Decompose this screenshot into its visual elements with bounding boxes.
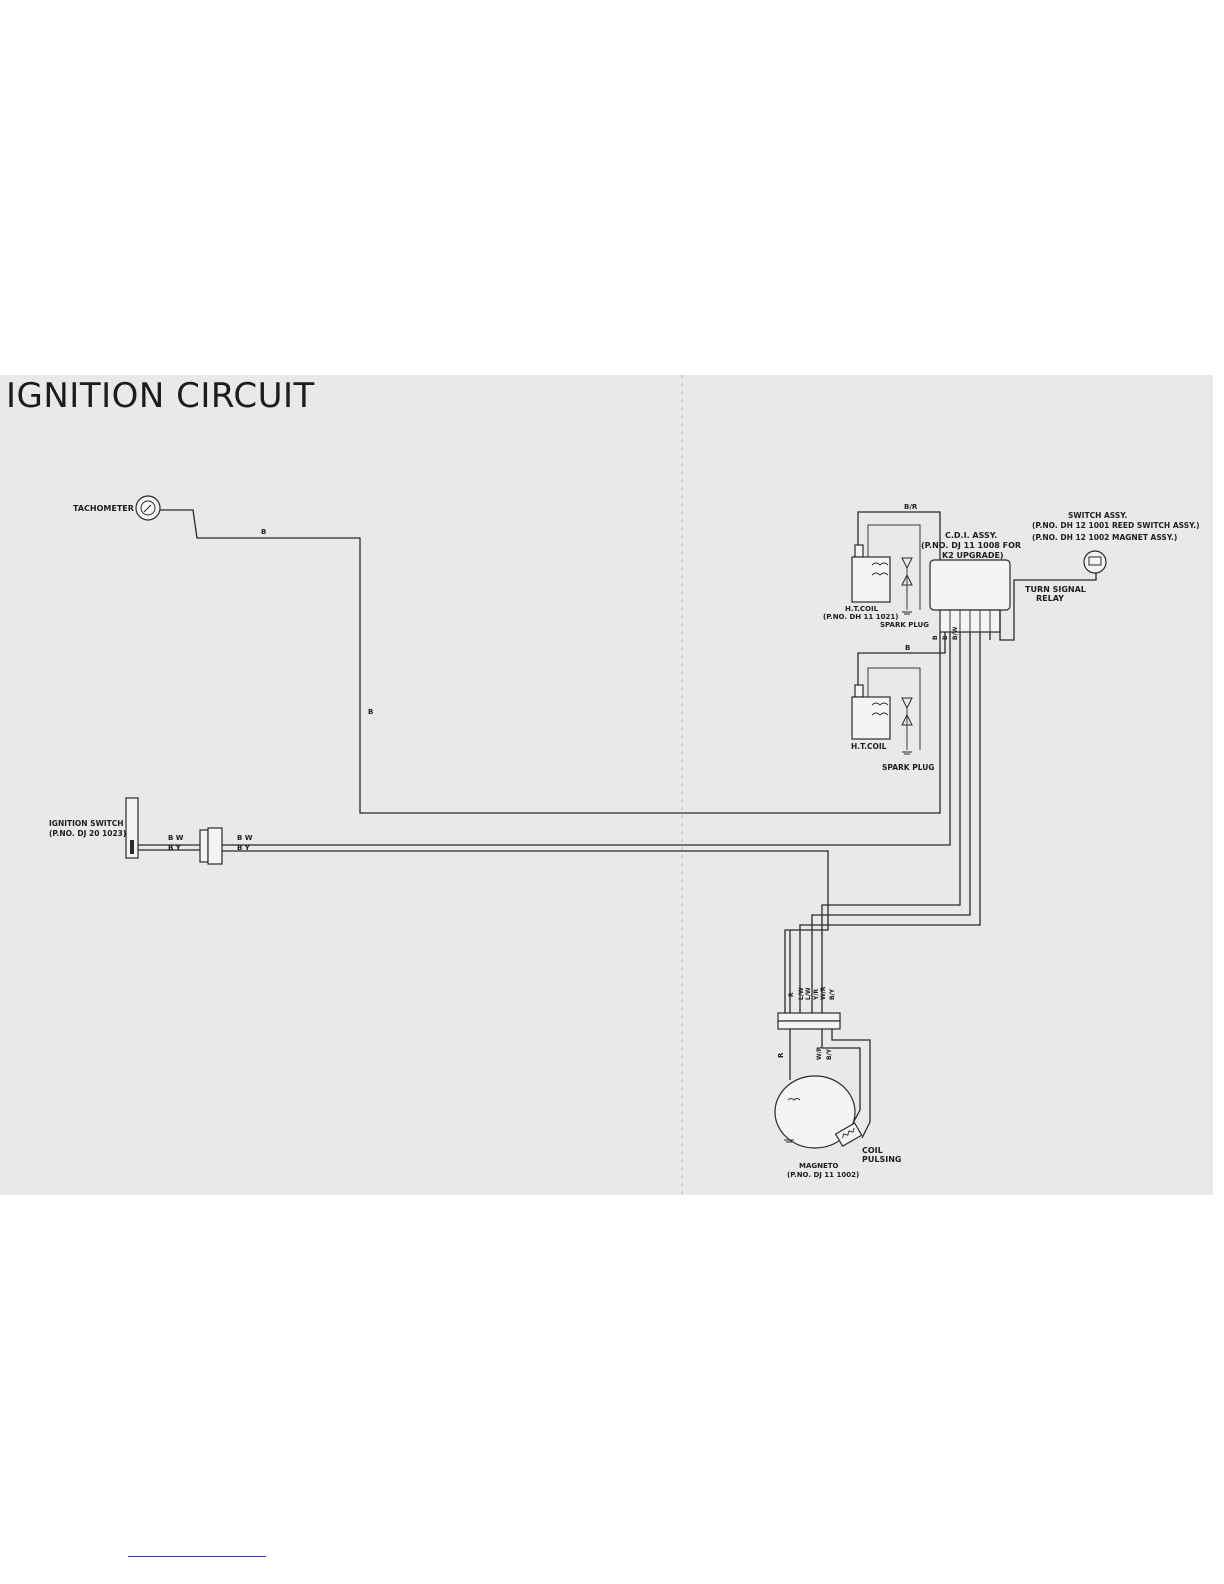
wire-label-mag-lw2: L/W: [805, 987, 812, 1000]
main-bw-wire: [222, 632, 951, 846]
spark-plug-upper-icon: [901, 557, 913, 570]
cdi-top-br-wire: [857, 511, 941, 560]
spark-plug-upper-label: SPARK PLUG: [880, 621, 929, 629]
ht-coil-upper-body: [851, 556, 891, 603]
ground-upper-icon: [902, 611, 912, 615]
wire-label-conn-by: B Y: [237, 844, 251, 852]
magneto-connector-bottom: [777, 1020, 841, 1030]
wire-label-tach-vertical: B: [368, 708, 373, 716]
wire-label-mag-by-lower: B/Y: [826, 1048, 833, 1060]
magneto-stator: [774, 1075, 856, 1149]
magneto-label: MAGNETO: [799, 1162, 839, 1170]
pulsing-coil-icon: [834, 1122, 863, 1148]
switch-assembly-component: SWITCH ASSY. (P.NO. DH 12 1001 REED SWIT…: [1032, 511, 1200, 574]
ignition-switch-terminal: [130, 840, 134, 854]
cdi-magneto-wire-1: [821, 632, 961, 1015]
turn-signal-relay-label: TURN SIGNAL: [1025, 585, 1086, 594]
footer-link-underline[interactable]: [128, 1556, 266, 1557]
reed-switch-icon: [1083, 550, 1107, 574]
ground-lower-icon: [902, 751, 912, 755]
switch-assy-magnet-part: (P.NO. DH 12 1002 MAGNET ASSY.): [1032, 533, 1177, 542]
ignition-switch-label: IGNITION SWITCH: [49, 819, 124, 828]
tachometer-component: TACHOMETER: [73, 495, 161, 521]
ht-coil-upper-loop: [867, 524, 921, 610]
wire-label-mag-r: R: [788, 992, 795, 997]
ht-coil-upper-part-number: (P.NO. DH 11 1021): [823, 613, 898, 621]
tachometer-needle-icon: [143, 504, 152, 513]
wire-label-mag-lw1: L/W: [798, 987, 805, 1000]
magneto-by-wire: [831, 1029, 871, 1139]
magneto-winding-icon: [787, 1098, 801, 1101]
magneto-wr-wire: [821, 1029, 861, 1126]
wire-label-cdi-lower: B: [905, 644, 910, 652]
ht-coil-lower-loop: [867, 667, 921, 750]
magneto-ground-icon: [784, 1139, 794, 1143]
wire-label-mag-wr-lower: W/R: [816, 1046, 823, 1060]
wire-label-conn-bw: B W: [237, 834, 253, 842]
cdi-upgrade-note: K2 UPGRADE): [942, 551, 1004, 560]
switch-assy-label: SWITCH ASSY.: [1068, 511, 1127, 520]
ht-coil-upper-winding-icon: [871, 562, 889, 576]
cdi-magneto-wire-2: [811, 632, 971, 1015]
turn-signal-relay-sublabel: RELAY: [1036, 594, 1064, 603]
coil-pulsing-sublabel: PULSING: [862, 1155, 901, 1164]
page-title: IGNITION CIRCUIT: [6, 376, 315, 416]
wire-label-mag-wr: W/R: [820, 986, 827, 1000]
cdi-part-number: (P.NO. DJ 11 1008 FOR: [921, 541, 1021, 550]
wire-label-cdi-pin3: B/W: [952, 626, 959, 640]
connector-left-half: [199, 829, 209, 863]
ht-coil-lower-label: H.T.COIL: [851, 742, 887, 751]
wire-label-mag-yr: Y/R: [813, 988, 820, 1001]
ht-coil-lower-component: B H.T.COIL SPARK PLUG: [851, 632, 946, 772]
wire-label-cdi-pin1: B: [932, 635, 939, 640]
ht-coil-upper-cap: [854, 544, 864, 558]
tachometer-dial-icon: [140, 500, 156, 516]
magneto-part-number: (P.NO. DJ 11 1002): [787, 1171, 859, 1179]
magnet-assy-icon: [1088, 556, 1102, 566]
main-by-wire: [222, 850, 829, 1015]
turn-signal-relay-component: TURN SIGNAL RELAY: [989, 562, 1097, 641]
ht-coil-upper-component: B/R H.T.COIL (P.NO. DH 11 1021) SPARK PL…: [823, 503, 941, 629]
cdi-unit-body: [929, 559, 1011, 611]
relay-wire-a: [999, 562, 1097, 641]
cdi-assembly-component: C.D.I. ASSY. (P.NO. DJ 11 1008 FOR K2 UP…: [921, 531, 1021, 640]
cdi-lower-b-wire: [857, 632, 946, 685]
cdi-label: C.D.I. ASSY.: [945, 531, 997, 540]
tachometer-wire: [160, 509, 941, 814]
diagram-sheet: TACHOMETER B B IGNITION SWITCH (P.NO. DJ…: [0, 375, 1213, 1195]
ignition-switch-body: [125, 797, 139, 859]
ignition-switch-component: IGNITION SWITCH (P.NO. DJ 20 1023): [49, 797, 139, 859]
ht-coil-lower-body: [851, 696, 891, 740]
magneto-connector-top: [777, 1012, 841, 1022]
ignition-switch-part-number: (P.NO. DJ 20 1023): [49, 829, 126, 838]
connector-right-half: [207, 827, 223, 865]
spark-plug-lower-icon: [901, 697, 913, 710]
wire-label-mag-by: B/Y: [829, 988, 836, 1000]
inline-connector: [199, 827, 223, 865]
wire-label-switch-bw: B W: [168, 834, 184, 842]
wire-label-cdi-top: B/R: [904, 503, 918, 511]
magneto-component: R L/W L/W Y/R W/R B/Y R W/R B/Y MAGNETO …: [774, 930, 901, 1179]
wire-label-tach-top: B: [261, 528, 266, 536]
ht-coil-lower-cap: [854, 684, 864, 698]
wire-label-mag-r-lower: R: [777, 1052, 785, 1058]
ignition-circuit-diagram: TACHOMETER B B IGNITION SWITCH (P.NO. DJ…: [49, 375, 1200, 1195]
tachometer-label: TACHOMETER: [73, 504, 134, 513]
switch-assy-reed-part: (P.NO. DH 12 1001 REED SWITCH ASSY.): [1032, 521, 1200, 530]
spark-plug-lower-label: SPARK PLUG: [882, 763, 934, 772]
cdi-magneto-wire-3: [799, 632, 981, 1015]
ht-coil-upper-label: H.T.COIL: [845, 605, 879, 613]
ht-coil-lower-winding-icon: [871, 702, 889, 716]
coil-pulsing-label: COIL: [862, 1146, 883, 1155]
wire-label-switch-by: B Y: [168, 844, 182, 852]
